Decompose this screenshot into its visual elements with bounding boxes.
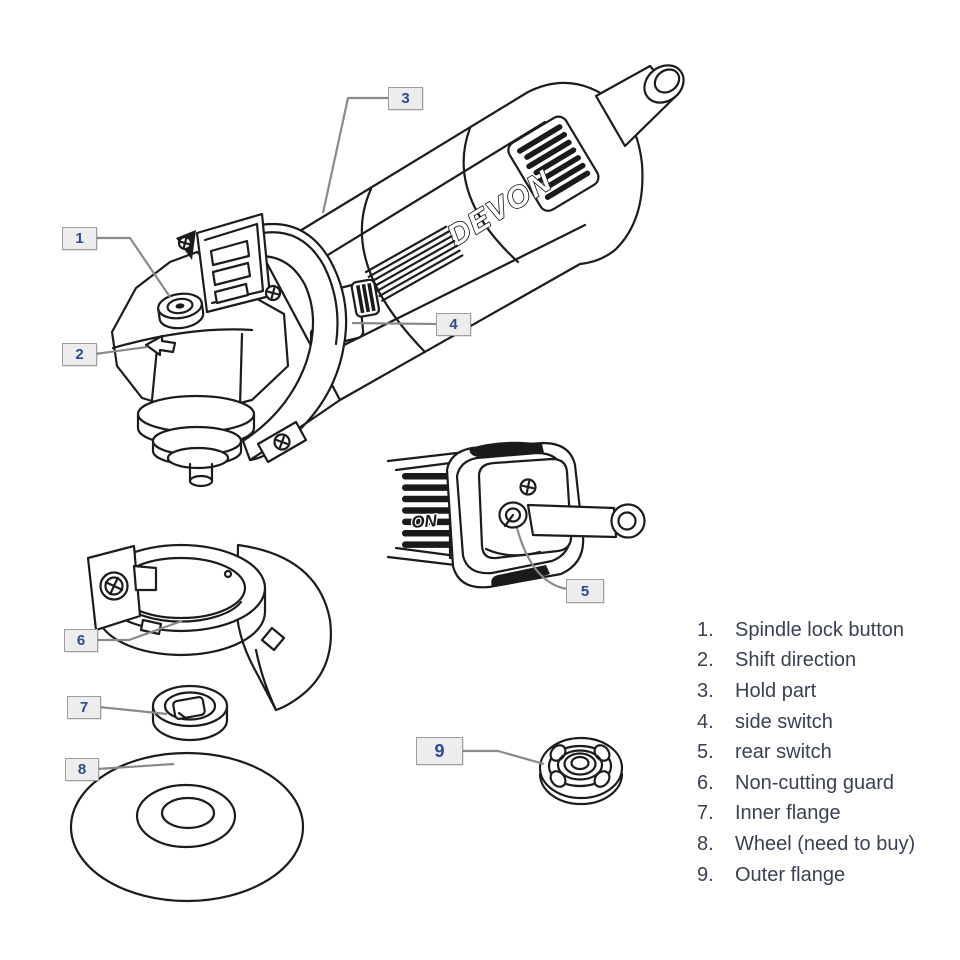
legend-item-6: 6. Non-cutting guard — [676, 768, 954, 799]
grinder-main-illustration: DEVON — [110, 64, 685, 488]
legend-item-3: 3. Hold part — [676, 676, 954, 707]
spindle-lock-button — [157, 292, 205, 330]
legend-number: 7. — [697, 802, 714, 825]
head-grille — [176, 212, 272, 314]
legend-number: 1. — [697, 618, 714, 641]
screw-head-right — [264, 284, 282, 302]
legend-label: Inner flange — [735, 802, 841, 825]
legend-label: rear switch — [735, 741, 832, 764]
legend-number: 2. — [697, 649, 714, 672]
spindle-collar — [136, 394, 256, 488]
legend-item-8: 8. Wheel (need to buy) — [676, 829, 954, 860]
callout-box-2: 2 — [62, 343, 97, 366]
parts-legend: 1. Spindle lock button 2. Shift directio… — [676, 615, 954, 890]
callout-box-5: 5 — [566, 579, 604, 603]
screw-rear — [519, 478, 537, 496]
callout-box-4: 4 — [436, 313, 471, 336]
guard-clamp-screw — [99, 571, 129, 601]
outer-flange-illustration — [538, 736, 624, 806]
legend-item-1: 1. Spindle lock button — [676, 615, 954, 646]
inner-flange-illustration — [151, 684, 229, 742]
legend-label: Spindle lock button — [735, 618, 905, 641]
callout-box-7: 7 — [67, 696, 101, 719]
legend-label: Shift direction — [735, 649, 857, 672]
shift-direction-arrow — [144, 334, 177, 357]
legend-number: 8. — [697, 832, 714, 855]
legend-item-7: 7. Inner flange — [676, 799, 954, 830]
legend-item-5: 5. rear switch — [676, 737, 954, 768]
callout-box-8: 8 — [65, 758, 99, 781]
legend-label: Outer flange — [735, 863, 846, 886]
callout-box-9: 9 — [416, 737, 463, 765]
callout-box-3: 3 — [388, 87, 423, 110]
wheel-illustration — [69, 751, 305, 903]
legend-item-9: 9. Outer flange — [676, 860, 954, 891]
legend-number: 5. — [697, 741, 714, 764]
legend-label: Hold part — [735, 679, 817, 702]
legend-item-4: 4. side switch — [676, 707, 954, 738]
legend-number: 9. — [697, 863, 714, 886]
legend-number: 6. — [697, 771, 714, 794]
screw-bell-foot — [273, 433, 291, 451]
legend-item-2: 2. Shift direction — [676, 646, 954, 677]
legend-number: 4. — [697, 710, 714, 733]
legend-label: Wheel (need to buy) — [735, 832, 916, 855]
callout-box-1: 1 — [62, 227, 97, 250]
guard-illustration — [86, 543, 332, 712]
legend-label: Non-cutting guard — [735, 771, 894, 794]
legend-number: 3. — [697, 679, 714, 702]
callout-box-6: 6 — [64, 629, 98, 652]
callout-leader-lines — [94, 96, 568, 771]
legend-label: side switch — [735, 710, 833, 733]
screw-head-left — [177, 235, 193, 251]
rear-switch-knob — [498, 501, 528, 529]
grinder-rear-view: ON — [386, 441, 646, 589]
brand-text-rear: ON — [411, 511, 438, 532]
